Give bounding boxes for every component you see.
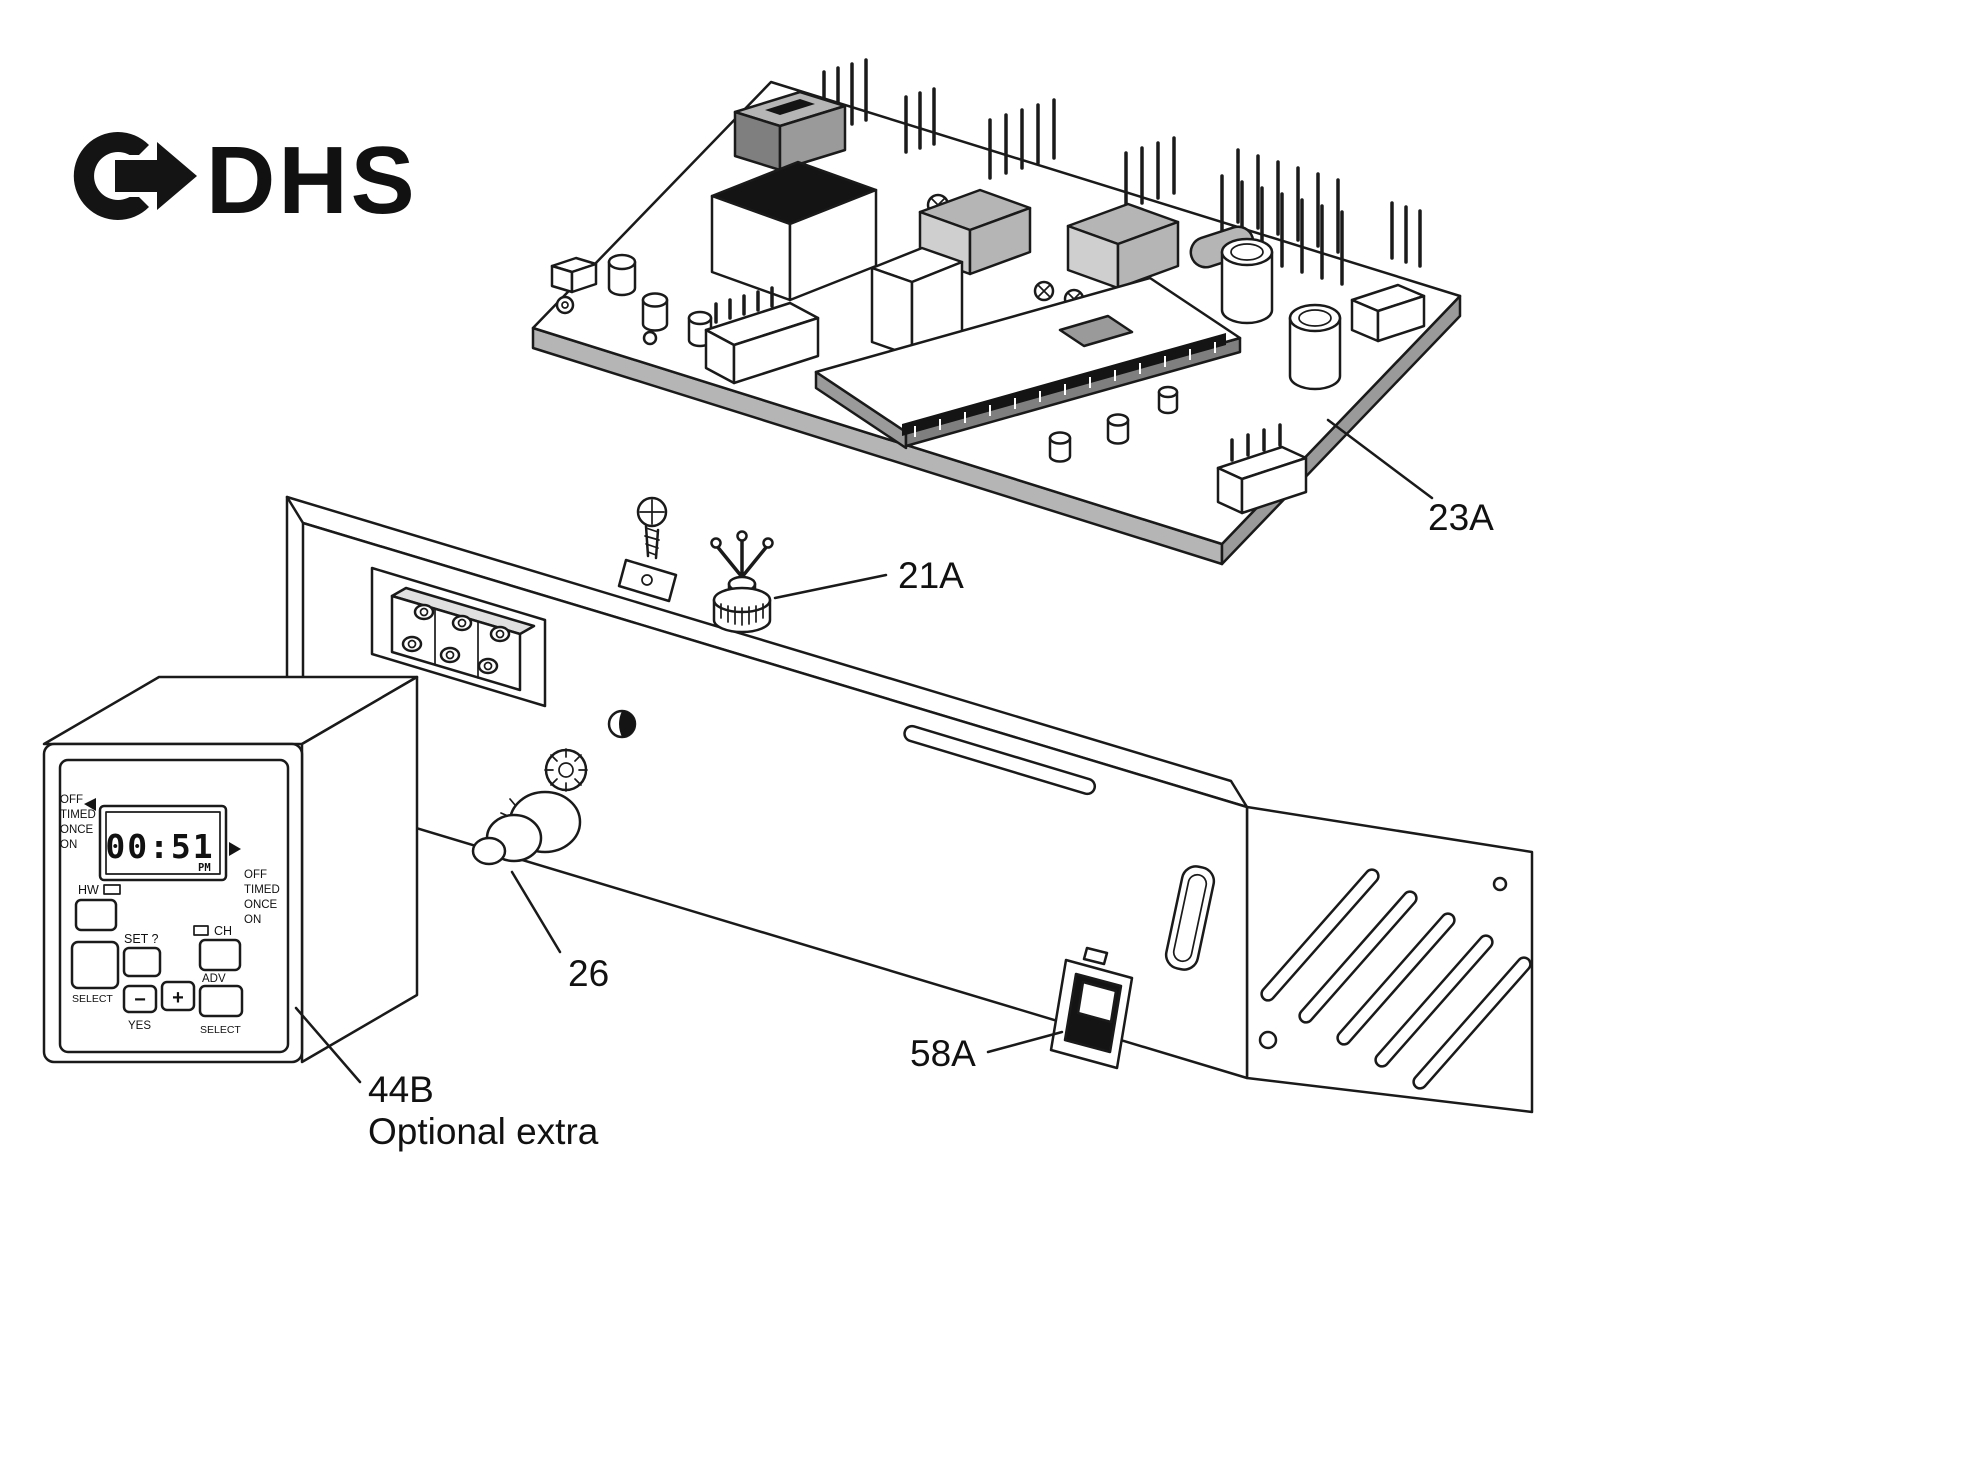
leader-line-23A <box>1326 418 1434 500</box>
leader-line-26 <box>510 870 562 954</box>
select-left-label: SELECT <box>72 993 113 1005</box>
mode-off-right: OFF <box>244 869 267 881</box>
capacitor-large <box>1220 237 1342 391</box>
plus-button <box>160 980 196 1012</box>
pin-header <box>904 87 936 154</box>
component-tower <box>870 246 964 358</box>
mounting-hole <box>1258 1030 1278 1050</box>
keyhole <box>607 709 637 739</box>
lcd-right-arrow-icon <box>229 842 241 856</box>
callout-44B-note: Optional extra <box>368 1111 599 1152</box>
select-left-button <box>70 940 120 990</box>
lcd-left-arrow-icon <box>84 798 96 811</box>
logo-text: DHS <box>206 127 418 234</box>
set-button <box>122 946 162 978</box>
mounting-hole <box>1492 876 1508 892</box>
relay-black <box>710 160 878 302</box>
thermostat-21A <box>710 530 774 634</box>
pin-header <box>988 98 1056 180</box>
set-label: SET ? <box>124 932 159 946</box>
chip <box>1058 314 1134 348</box>
hw-indicator <box>103 884 121 895</box>
ch-indicator <box>193 925 209 936</box>
solder-pad <box>642 330 658 346</box>
daughter-board <box>814 276 1242 450</box>
callout-44B: 44B <box>368 1069 434 1110</box>
mode-timed-left: TIMED <box>60 809 96 821</box>
fixing-screw <box>636 496 668 560</box>
timer-side-face <box>300 675 419 1064</box>
lcd-time: 00:51 <box>105 827 214 866</box>
timer-bezel <box>58 758 290 1054</box>
mode-off-left: OFF <box>60 794 83 806</box>
control-knob-26 <box>471 790 582 866</box>
mode-timed-right: TIMED <box>244 884 280 896</box>
callout-23A: 23A <box>1428 497 1494 538</box>
terminal-opening <box>370 566 547 708</box>
callout-21A: 21A <box>898 555 964 596</box>
rocker-switch-58A <box>1049 946 1134 1070</box>
pin-header <box>1220 174 1344 286</box>
mode-once-left: ONCE <box>60 824 94 836</box>
mode-on-left: ON <box>60 839 77 851</box>
hw-button <box>74 898 118 932</box>
connector-block <box>733 90 847 172</box>
leader-line-58A <box>986 1030 1064 1054</box>
select-right-label: SELECT <box>200 1024 241 1036</box>
minus-button <box>122 984 158 1014</box>
star-washer <box>544 748 588 792</box>
logo-arrow-icon-fill <box>115 142 197 210</box>
yes-label: YES <box>128 1020 151 1032</box>
panel-vertical-slot <box>1164 865 1216 971</box>
mode-once-right: ONCE <box>244 899 278 911</box>
panel-slot <box>903 724 1097 796</box>
timer-unit: OFF TIMED ONCE ON 00:51 PM OFF TIMED ONC… <box>42 675 599 1152</box>
pin-header <box>1390 201 1422 268</box>
ch-button <box>198 938 242 972</box>
connector-box <box>1216 423 1308 515</box>
capacitor-small <box>1048 385 1179 463</box>
adv-label: ADV <box>202 973 226 985</box>
leader-line-44B <box>294 1006 362 1084</box>
mode-labels-right: OFF TIMED ONCE ON <box>244 869 280 926</box>
control-panel: 21A 26 58A <box>285 495 1534 1114</box>
lcd-meridiem: PM <box>198 862 211 874</box>
plus-glyph: + <box>172 987 184 1009</box>
connector-box <box>1350 283 1426 343</box>
ch-label: CH <box>214 924 232 938</box>
minus-glyph: − <box>134 989 146 1011</box>
pin-header <box>1236 148 1340 254</box>
mode-labels-left: OFF TIMED ONCE ON <box>60 794 96 851</box>
callout-58A: 58A <box>910 1033 976 1074</box>
dhs-logo: DHS <box>73 127 418 234</box>
leader-line-21A <box>773 573 888 600</box>
mode-on-right: ON <box>244 914 261 926</box>
circuit-board: 23A <box>531 58 1494 566</box>
callout-26: 26 <box>568 953 609 994</box>
relay-gray <box>918 188 1180 290</box>
cable-clamp <box>617 558 678 603</box>
lcd-display: 00:51 PM <box>98 804 228 882</box>
terminal-block <box>390 586 536 692</box>
vent-slots <box>1260 868 1532 1090</box>
connector-comb <box>704 286 820 385</box>
hw-label: HW <box>78 883 99 897</box>
component-box <box>550 256 598 294</box>
adv-button <box>198 984 244 1018</box>
logo-crescent-icon <box>73 132 149 220</box>
pin-header <box>1124 136 1176 210</box>
